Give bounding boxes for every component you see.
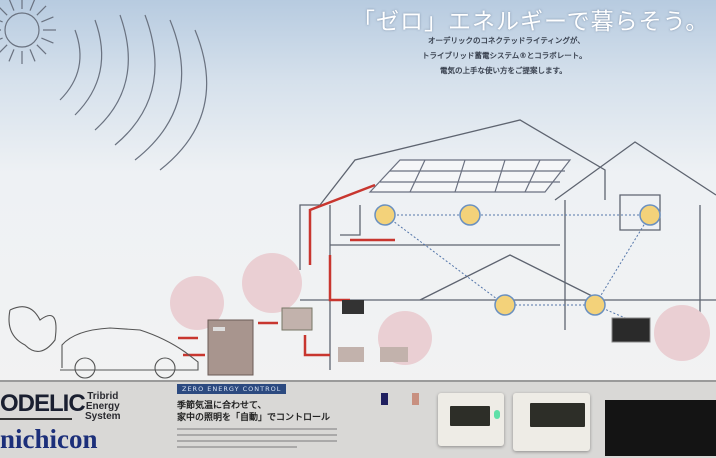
zero-energy-line: 季節気温に合わせて、 xyxy=(177,401,267,411)
sun-ray xyxy=(0,37,3,40)
data-links xyxy=(384,214,651,321)
monitor-screen xyxy=(530,403,585,427)
display-screen xyxy=(605,400,716,456)
zero-energy-badge: ZERO ENERGY CONTROL xyxy=(177,384,287,394)
nichicon-logo: nichicon xyxy=(0,424,98,454)
fine-print xyxy=(177,428,337,430)
fine-print xyxy=(177,440,337,442)
tribrid-text: System xyxy=(85,411,121,422)
wall-monitor xyxy=(611,317,651,343)
controller-screen xyxy=(450,406,490,426)
ceiling-lights xyxy=(374,204,661,316)
sun-ray xyxy=(29,0,36,11)
distribution-board xyxy=(342,300,364,314)
battery-unit xyxy=(207,319,254,376)
zero-energy-line: 家中の照明を「自動」でコントロール xyxy=(177,413,331,423)
sun-ray xyxy=(0,20,3,23)
tribrid-text: Tribrid xyxy=(87,391,119,402)
sun-ray xyxy=(8,0,15,11)
fine-print xyxy=(177,446,297,448)
color-swatch xyxy=(412,393,419,405)
sun-ray xyxy=(0,44,8,53)
fine-print xyxy=(177,434,337,436)
sun-ray xyxy=(36,44,47,55)
sun-ray xyxy=(8,49,15,62)
energy-monitor[interactable] xyxy=(513,393,590,451)
power-conditioner xyxy=(281,307,313,331)
sun-ray xyxy=(41,37,54,44)
divider xyxy=(0,418,72,420)
subtitle-line: 電気の上手な使い方をご提案します。 xyxy=(440,66,567,75)
sun-ray xyxy=(29,49,36,62)
sun-ray xyxy=(36,5,47,16)
info-bubbles xyxy=(170,253,710,365)
subtitle-line: トライブリッド蓄電システム®とコラボレート。 xyxy=(422,51,587,60)
car-sketch xyxy=(8,306,199,379)
house-outline xyxy=(299,119,716,370)
lighting-controller[interactable] xyxy=(438,393,504,446)
odelic-logo: ODELIC xyxy=(0,390,86,417)
solar-panels xyxy=(368,159,572,193)
energy-system-illustration xyxy=(0,0,716,379)
status-led-icon xyxy=(494,410,500,419)
sun-icon xyxy=(0,0,208,171)
meter-box xyxy=(338,347,364,362)
headline: 「ゼロ」エネルギーで暮らそう。 xyxy=(352,9,710,35)
meter-box-2 xyxy=(380,347,408,362)
sun-ray xyxy=(0,7,8,16)
subtitle-line: オーデリックのコネクテッドライティングが、 xyxy=(428,36,585,45)
tribrid-text: Energy xyxy=(85,401,120,412)
sun-ray xyxy=(41,16,54,23)
tribrid-logo: Tribrid Energy System xyxy=(85,392,121,422)
bottom-panel xyxy=(0,380,716,458)
color-swatch xyxy=(381,393,388,405)
